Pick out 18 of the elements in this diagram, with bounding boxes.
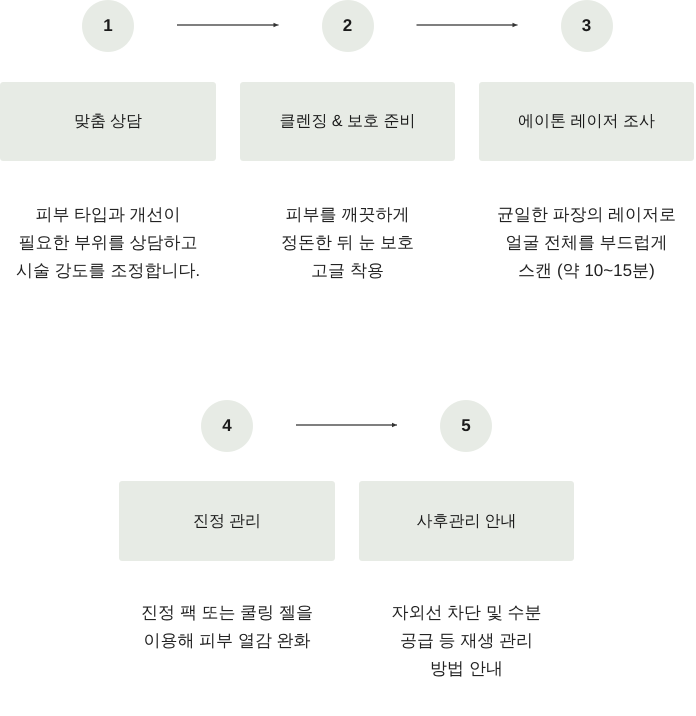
step-description: 균일한 파장의 레이저로 얼굴 전체를 부드럽게 스캔 (약 10~15분) xyxy=(496,204,678,282)
step-number-circle: 3 xyxy=(560,0,612,52)
arrow xyxy=(296,422,397,428)
step-box: 클렌징 & 보호 준비 xyxy=(240,82,455,161)
step-number-circle: 5 xyxy=(440,400,492,452)
step-number-circle: 2 xyxy=(322,0,374,52)
step-description: 자외선 차단 및 수분 공급 등 재생 관리 방법 안내 xyxy=(390,602,543,680)
step-number-circle: 4 xyxy=(201,400,253,452)
step-box: 맞춤 상담 xyxy=(0,82,216,161)
arrow xyxy=(177,22,278,28)
arrow xyxy=(416,22,518,28)
step-box: 사후관리 안내 xyxy=(359,481,574,561)
step-description: 진정 팩 또는 쿨링 젤을 이용해 피부 열감 완화 xyxy=(140,602,314,652)
step-number-circle: 1 xyxy=(82,0,134,52)
step-description: 피부 타입과 개선이 필요한 부위를 상담하고 시술 강도를 조정합니다. xyxy=(14,204,202,282)
step-box: 진정 관리 xyxy=(119,481,335,561)
step-box: 에이톤 레이저 조사 xyxy=(479,82,694,161)
step-description: 피부를 깨끗하게 정돈한 뒤 눈 보호 고글 착용 xyxy=(280,204,416,282)
